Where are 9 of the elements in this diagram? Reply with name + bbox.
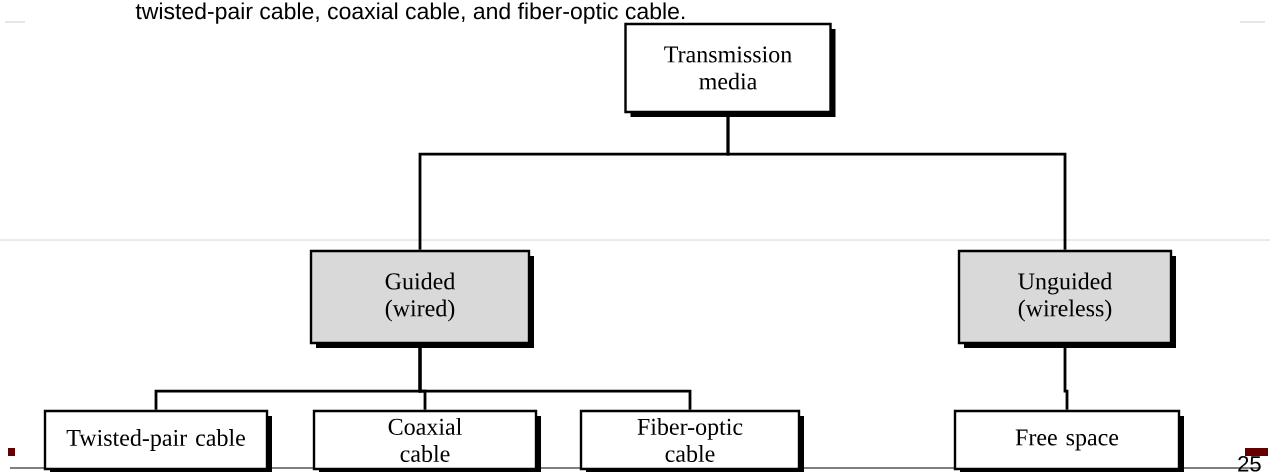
category-box: Twisted-pair cable xyxy=(43,409,272,472)
category-box: Free space xyxy=(953,409,1184,472)
caption-text: twisted-pair cable, coaxial cable, and fiber-optic cable. xyxy=(135,2,685,24)
category-box: Unguided (wireless) xyxy=(957,249,1176,348)
category-box: Fiber-optic cable xyxy=(579,409,804,472)
category-box: Coaxial cable xyxy=(312,409,541,472)
category-box: Transmission media xyxy=(624,22,836,117)
category-box: Guided (wired) xyxy=(309,249,534,348)
page-number: 25 xyxy=(1238,456,1261,472)
